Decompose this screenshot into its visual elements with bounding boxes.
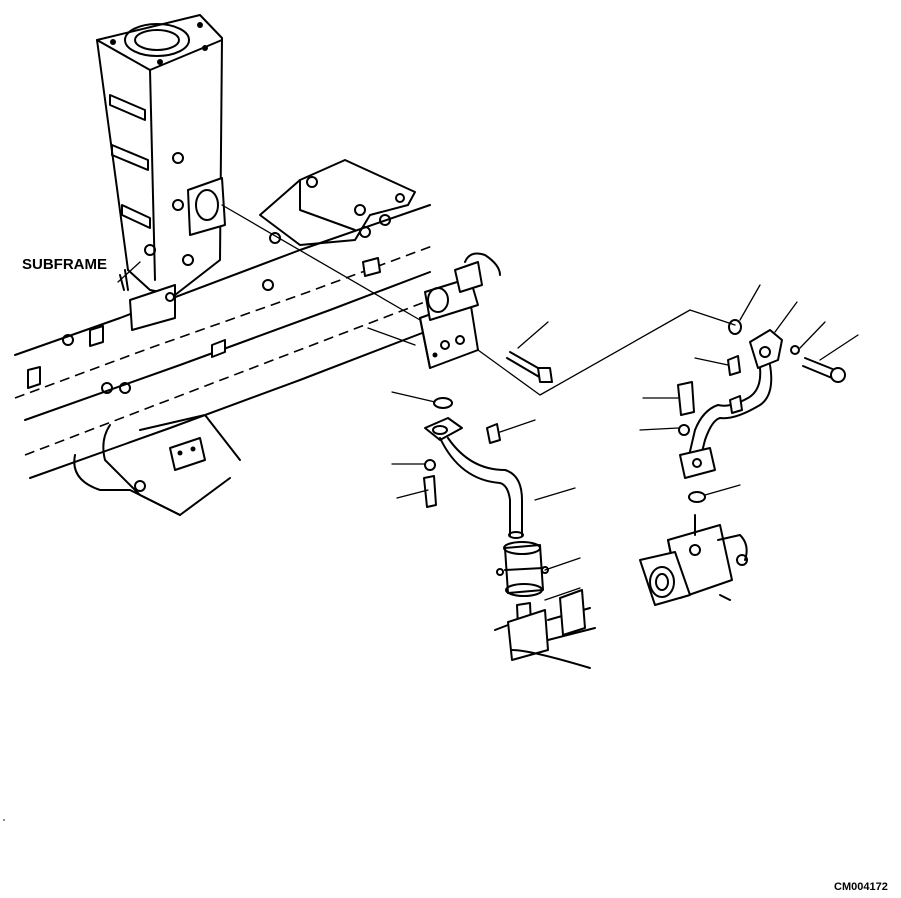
drawing-code: CM004172 [834, 881, 888, 893]
right-pipe-assembly [639, 319, 846, 606]
left-pipe-assembly [423, 397, 596, 669]
leader-lines [117, 261, 859, 601]
mounting-bracket [259, 159, 416, 246]
speck [3, 819, 5, 821]
subframe-label: SUBFRAME [22, 256, 107, 273]
solenoid-valve [221, 204, 736, 396]
rail-bolts [27, 257, 381, 492]
subframe-rails [14, 204, 436, 516]
subframe-column [96, 14, 226, 331]
long-bolt [506, 351, 553, 383]
